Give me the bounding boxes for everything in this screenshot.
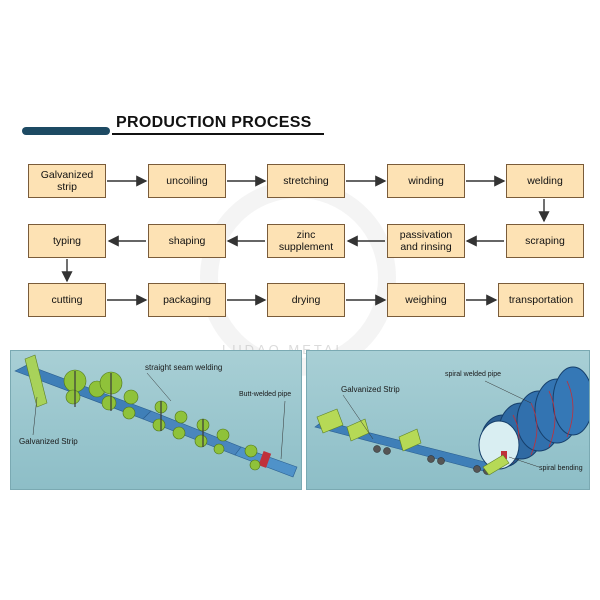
step-cutting: cutting [28, 283, 106, 317]
step-welding: welding [506, 164, 584, 198]
leader-line-pipe [280, 400, 286, 460]
step-zinc-supplement: zinc supplement [267, 224, 345, 258]
roller-axles [74, 371, 204, 447]
step-uncoiling: uncoiling [148, 164, 226, 198]
spiral-welding-drawing [314, 366, 589, 476]
straight-seam-welding-illustration: straight seam welding Galvanized Strip B… [10, 350, 302, 490]
title-underline [112, 133, 324, 135]
step-typing: typing [28, 224, 106, 258]
spiral-welding-illustration: Galvanized Strip spiral welded pipe spir… [306, 350, 590, 490]
step-galvanized-strip: Galvanized strip [28, 164, 106, 198]
label-spiral-bending: spiral bending [539, 465, 583, 472]
bending-head [501, 451, 507, 459]
weld-ring [258, 451, 272, 468]
step-scraping: scraping [506, 224, 584, 258]
step-stretching: stretching [267, 164, 345, 198]
label-butt-welded-pipe: Butt-welded pipe [239, 391, 292, 398]
label-galvanized-strip-left: Galvanized Strip [19, 437, 78, 446]
forming-rollers [63, 369, 261, 471]
step-shaping: shaping [148, 224, 226, 258]
leader-line-weld [146, 372, 172, 402]
leader-line-bend [508, 456, 540, 468]
step-transportation: transportation [498, 283, 584, 317]
feed-stands [316, 408, 422, 452]
step-weighing: weighing [387, 283, 465, 317]
step-passivation-and-rinsing: passivation and rinsing [387, 224, 465, 258]
step-drying: drying [267, 283, 345, 317]
title-accent-bar [22, 127, 110, 135]
label-galvanized-strip-right: Galvanized Strip [341, 385, 400, 394]
bending-roller-stand [482, 454, 510, 476]
label-spiral-welded-pipe: spiral welded pipe [445, 371, 502, 378]
straight-seam-drawing [14, 354, 298, 478]
leader-line-strip [32, 396, 38, 436]
page-title: PRODUCTION PROCESS [116, 114, 312, 131]
leader-line-strip-right [342, 394, 374, 440]
step-winding: winding [387, 164, 465, 198]
uncoiler-stand [24, 354, 48, 408]
label-straight-seam-welding: straight seam welding [145, 363, 223, 372]
leader-line-pipe-right [484, 380, 532, 404]
step-packaging: packaging [148, 283, 226, 317]
